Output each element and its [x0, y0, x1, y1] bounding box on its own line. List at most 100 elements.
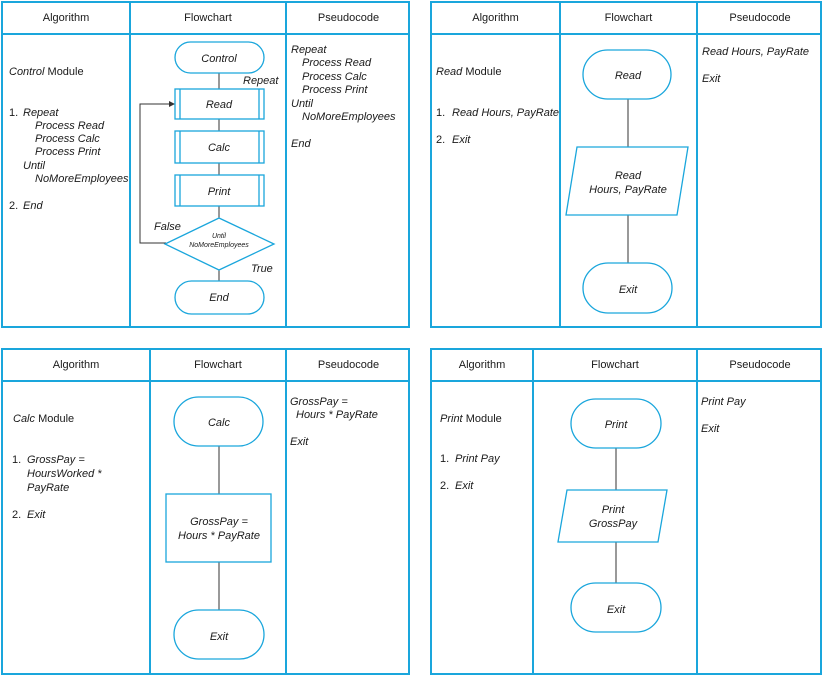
pseudo-line: GrossPay =: [290, 396, 348, 408]
algo-step: End: [23, 200, 43, 212]
until-decision-diamond: [163, 217, 276, 271]
pseudo-line: Repeat: [291, 44, 327, 56]
algo-step-number: 1.: [436, 107, 446, 119]
pseudo-line: Read Hours, PayRate: [702, 46, 809, 58]
pseudo-line: Process Read: [302, 57, 372, 69]
pseudo-line: End: [291, 138, 311, 150]
pseudo-line: Until: [291, 98, 314, 110]
calc-start-terminal: [173, 396, 264, 447]
column-divider: [696, 350, 698, 673]
flow-label: Calc: [208, 417, 231, 429]
pseudo-line: Exit: [701, 423, 720, 435]
algo-step: Process Calc: [35, 133, 100, 145]
control-flowchart: Control Repeat Read Calc Print Until NoM…: [139, 41, 279, 315]
column-divider: [532, 350, 534, 673]
header-row: [432, 3, 820, 35]
algorithm-header: Algorithm: [52, 359, 100, 371]
pseudo-line: Exit: [702, 73, 721, 85]
algo-step: PayRate: [27, 482, 70, 494]
flowchart-header: Flowchart: [184, 12, 232, 24]
io-label: GrossPay: [589, 518, 639, 530]
algo-step-number: 1.: [12, 454, 22, 466]
algo-step: Exit: [27, 509, 46, 521]
pseudo-line: NoMoreEmployees: [302, 111, 396, 123]
exit-terminal: [582, 262, 673, 314]
header-row: [432, 350, 820, 382]
algo-step: Process Read: [35, 120, 105, 132]
column-divider: [285, 3, 287, 326]
pseudo-line: Process Calc: [302, 71, 367, 83]
true-label: True: [251, 263, 273, 275]
flowchart-header: Flowchart: [591, 359, 639, 371]
algo-step: Repeat: [23, 107, 59, 119]
header-row: [3, 350, 408, 382]
flow-label: Read: [206, 99, 233, 111]
flow-label: Exit: [619, 284, 638, 296]
flow-label: Print: [605, 419, 629, 431]
read-flowchart: Read Read Hours, PayRate Exit: [565, 49, 689, 314]
print-process-box: [174, 174, 265, 207]
algo-step-number: 2.: [9, 200, 19, 212]
column-divider: [285, 350, 287, 673]
module-title: Calc Module: [13, 413, 75, 425]
algorithm-header: Algorithm: [458, 359, 506, 371]
calc-flowchart: Calc GrossPay = Hours * PayRate Exit: [165, 396, 272, 660]
calc-process-box: [174, 130, 265, 164]
module-title: Read Module: [436, 66, 502, 78]
algo-step: Exit: [452, 134, 471, 146]
process-label: Hours * PayRate: [178, 530, 260, 542]
algorithm-header: Algorithm: [472, 12, 519, 24]
flow-label: Print: [208, 186, 232, 198]
module-title: Print Module: [440, 413, 502, 425]
flow-label: Exit: [210, 631, 229, 643]
print-module-panel: Algorithm Flowchart Pseudocode Print Mod…: [430, 348, 822, 675]
grosspay-process-box: [165, 493, 272, 563]
algo-step: HoursWorked *: [27, 468, 102, 480]
algo-step-number: 1.: [440, 453, 450, 465]
column-divider: [129, 3, 131, 326]
read-module-panel: Algorithm Flowchart Pseudocode Read Modu…: [430, 1, 822, 328]
false-label: False: [154, 221, 181, 233]
pseudo-line: Print Pay: [701, 396, 746, 408]
control-module-panel: Algorithm Flowchart Pseudocode Control M…: [1, 1, 410, 328]
loop-back-line: [139, 103, 175, 244]
module-title: Control Module: [9, 66, 84, 78]
print-start-terminal: [570, 398, 662, 449]
algo-step-number: 2.: [440, 480, 450, 492]
algo-step: Process Print: [35, 146, 101, 158]
algo-step-number: 2.: [436, 134, 446, 146]
end-terminal: [174, 280, 265, 315]
pseudocode-header: Pseudocode: [729, 359, 791, 371]
print-flowchart: Print Print GrossPay Exit: [557, 398, 668, 633]
column-divider: [696, 3, 698, 326]
exit-terminal: [570, 582, 662, 633]
read-process-box: [174, 88, 265, 120]
algo-step: NoMoreEmployees: [35, 173, 129, 185]
process-label: GrossPay =: [190, 516, 248, 528]
algo-step: Print Pay: [455, 453, 500, 465]
algo-step-number: 1.: [9, 107, 19, 119]
control-start-terminal: [174, 41, 265, 74]
exit-terminal: [173, 609, 265, 660]
flow-label: Exit: [607, 604, 626, 616]
decision-label: Until: [212, 233, 226, 240]
read-start-terminal: [582, 49, 672, 100]
flow-label: Calc: [208, 142, 231, 154]
calc-module-panel: Algorithm Flowchart Pseudocode Calc Modu…: [1, 348, 410, 675]
io-label: Hours, PayRate: [589, 184, 667, 196]
algo-step-number: 2.: [12, 509, 22, 521]
pseudo-line: Process Print: [302, 84, 368, 96]
algorithm-header: Algorithm: [42, 12, 90, 24]
header-row: [3, 3, 408, 35]
read-input-parallelogram: [565, 146, 689, 216]
algo-step: Until: [23, 160, 46, 172]
pseudocode-header: Pseudocode: [317, 359, 380, 371]
print-output-parallelogram: [557, 489, 668, 543]
io-label: Read: [615, 170, 642, 182]
pseudocode-header: Pseudocode: [729, 12, 791, 24]
repeat-label: Repeat: [243, 75, 279, 87]
loop-arrowhead: [169, 101, 175, 107]
column-divider: [149, 350, 151, 673]
pseudocode-header: Pseudocode: [317, 12, 380, 24]
flow-label: Control: [201, 53, 237, 65]
